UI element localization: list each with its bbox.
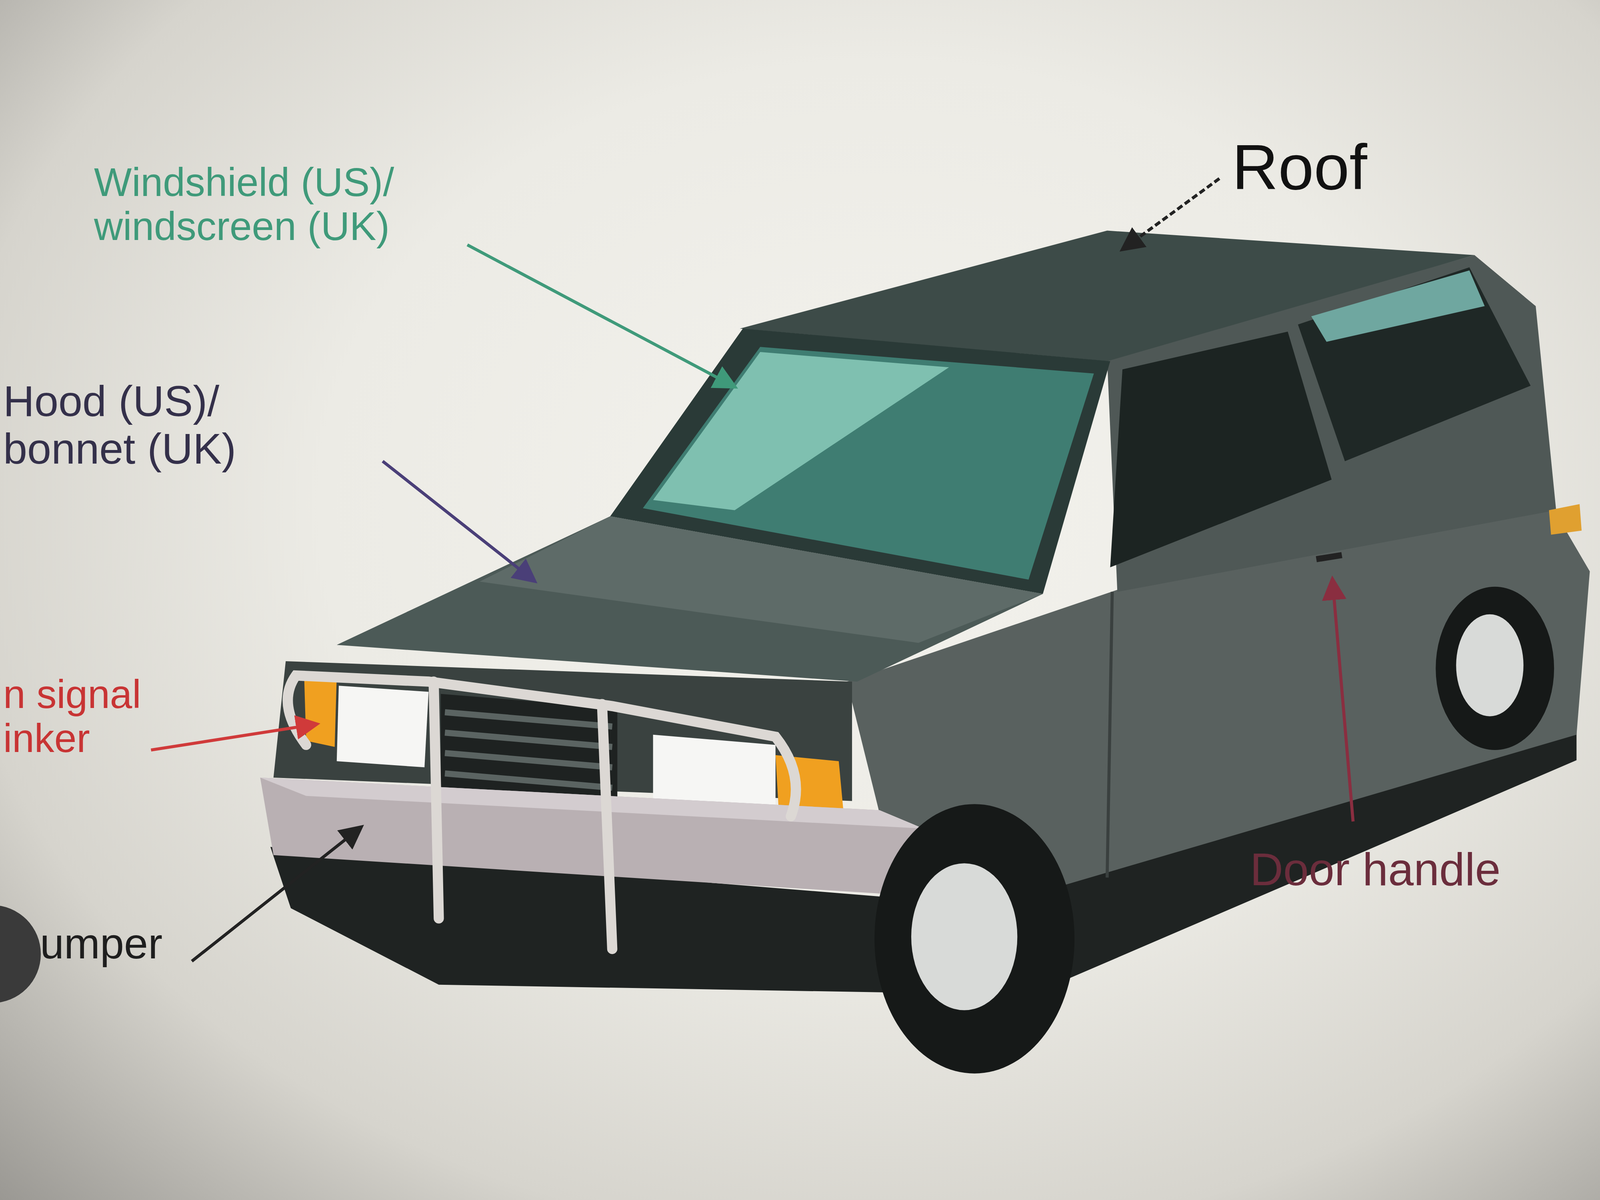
- bumper: [260, 777, 924, 896]
- leader-line: [192, 828, 360, 962]
- bumper-top: [260, 777, 924, 829]
- hood: [336, 516, 1043, 682]
- door-handle: [1316, 555, 1342, 560]
- turn-signal: [304, 673, 337, 748]
- part-label: Roof: [1232, 132, 1440, 203]
- wheel-hub: [1456, 614, 1524, 717]
- leader-line: [467, 244, 733, 386]
- front-wheel: [874, 804, 1075, 1074]
- dark-spot: [0, 905, 41, 1004]
- part-label: n signal inker: [3, 672, 176, 760]
- hood-highlight: [479, 516, 1043, 643]
- rear-wheel: [1435, 586, 1554, 750]
- windshield-glare: [653, 352, 950, 510]
- rear-window: [1298, 267, 1531, 462]
- side-marker: [1548, 504, 1582, 535]
- door-seam: [1107, 592, 1113, 878]
- leader-line: [1332, 581, 1354, 822]
- leader-line: [382, 461, 533, 580]
- part-label: Hood (US)/ bonnet (UK): [3, 377, 276, 473]
- leader-line: [151, 724, 315, 750]
- part-label: Door handle: [1250, 844, 1578, 895]
- part-label: Windshield (US)/ windscreen (UK): [94, 160, 422, 248]
- grille-bars: [444, 712, 612, 788]
- leader-line: [1124, 178, 1220, 248]
- headlight: [336, 685, 429, 768]
- part-label: umper: [40, 920, 208, 968]
- bull-bar: [287, 675, 796, 950]
- wheel-hub: [911, 863, 1018, 1010]
- side-window: [1110, 331, 1332, 568]
